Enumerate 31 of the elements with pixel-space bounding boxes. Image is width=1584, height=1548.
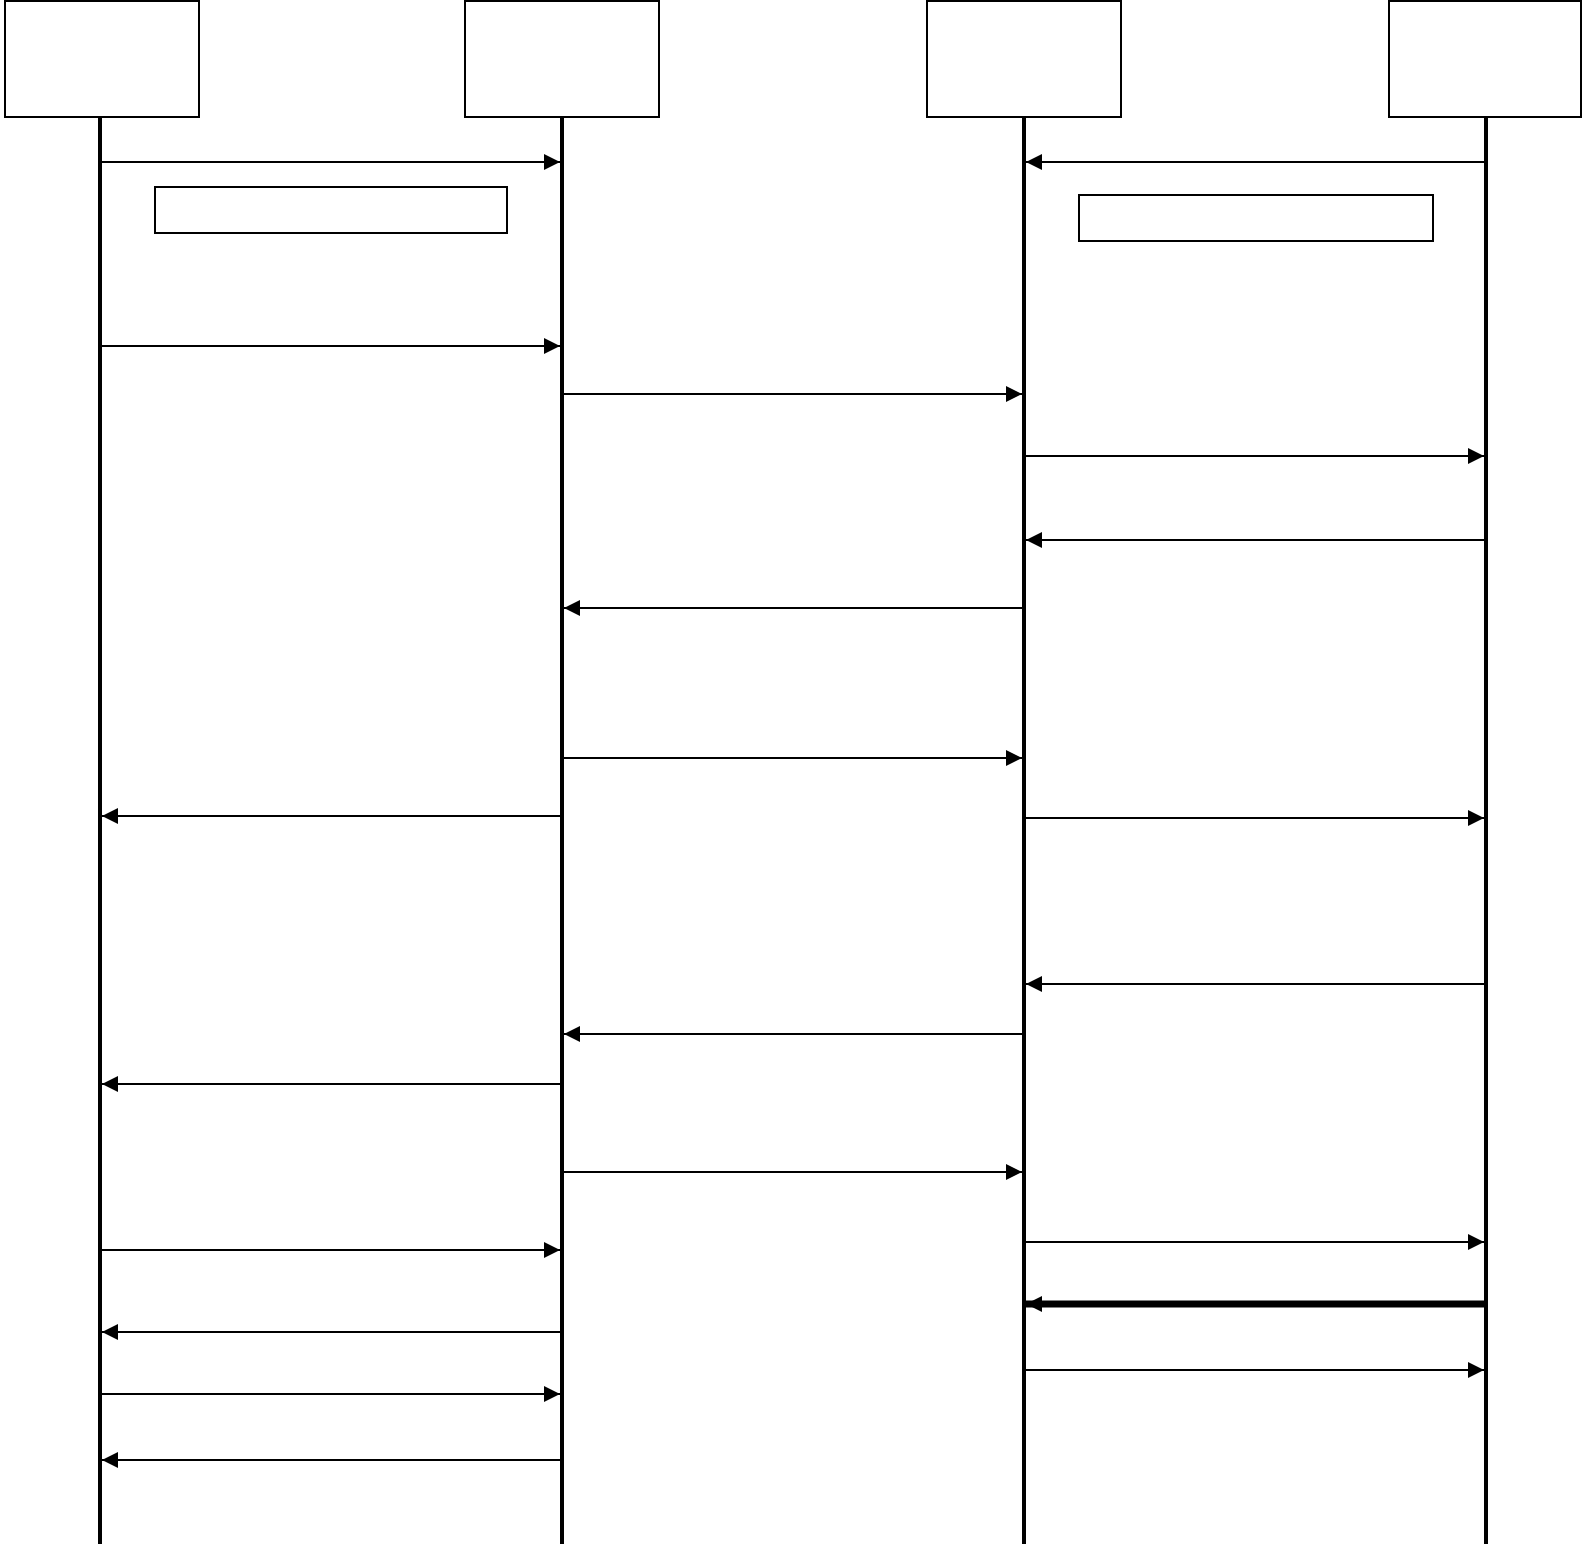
message-arrow <box>563 1026 1023 1042</box>
message-arrow <box>563 386 1023 402</box>
message-arrow <box>1026 1296 1484 1312</box>
participant-box <box>4 0 200 118</box>
lifeline <box>98 116 102 1544</box>
message-arrow <box>101 1386 561 1402</box>
message-arrow <box>563 750 1023 766</box>
message-arrow <box>101 338 561 354</box>
message-arrow <box>101 808 561 824</box>
participant-box <box>926 0 1122 118</box>
message-arrow <box>101 1324 561 1340</box>
participant-box <box>1388 0 1582 118</box>
lifeline <box>560 116 564 1544</box>
message-arrow <box>1025 154 1485 170</box>
message-arrow <box>101 1452 561 1468</box>
message-arrow <box>1025 1362 1485 1378</box>
message-arrow <box>101 154 561 170</box>
message-arrow <box>101 1076 561 1092</box>
message-arrow <box>1025 976 1485 992</box>
lifeline <box>1484 116 1488 1544</box>
participant-box <box>464 0 660 118</box>
note-box <box>154 186 508 234</box>
message-arrow <box>563 600 1023 616</box>
message-arrow <box>563 1164 1023 1180</box>
message-arrow <box>1025 1234 1485 1250</box>
message-arrow <box>101 1242 561 1258</box>
message-arrow <box>1025 810 1485 826</box>
message-arrow <box>1025 532 1485 548</box>
lifeline <box>1022 116 1026 1544</box>
message-arrow <box>1025 448 1485 464</box>
note-box <box>1078 194 1434 242</box>
